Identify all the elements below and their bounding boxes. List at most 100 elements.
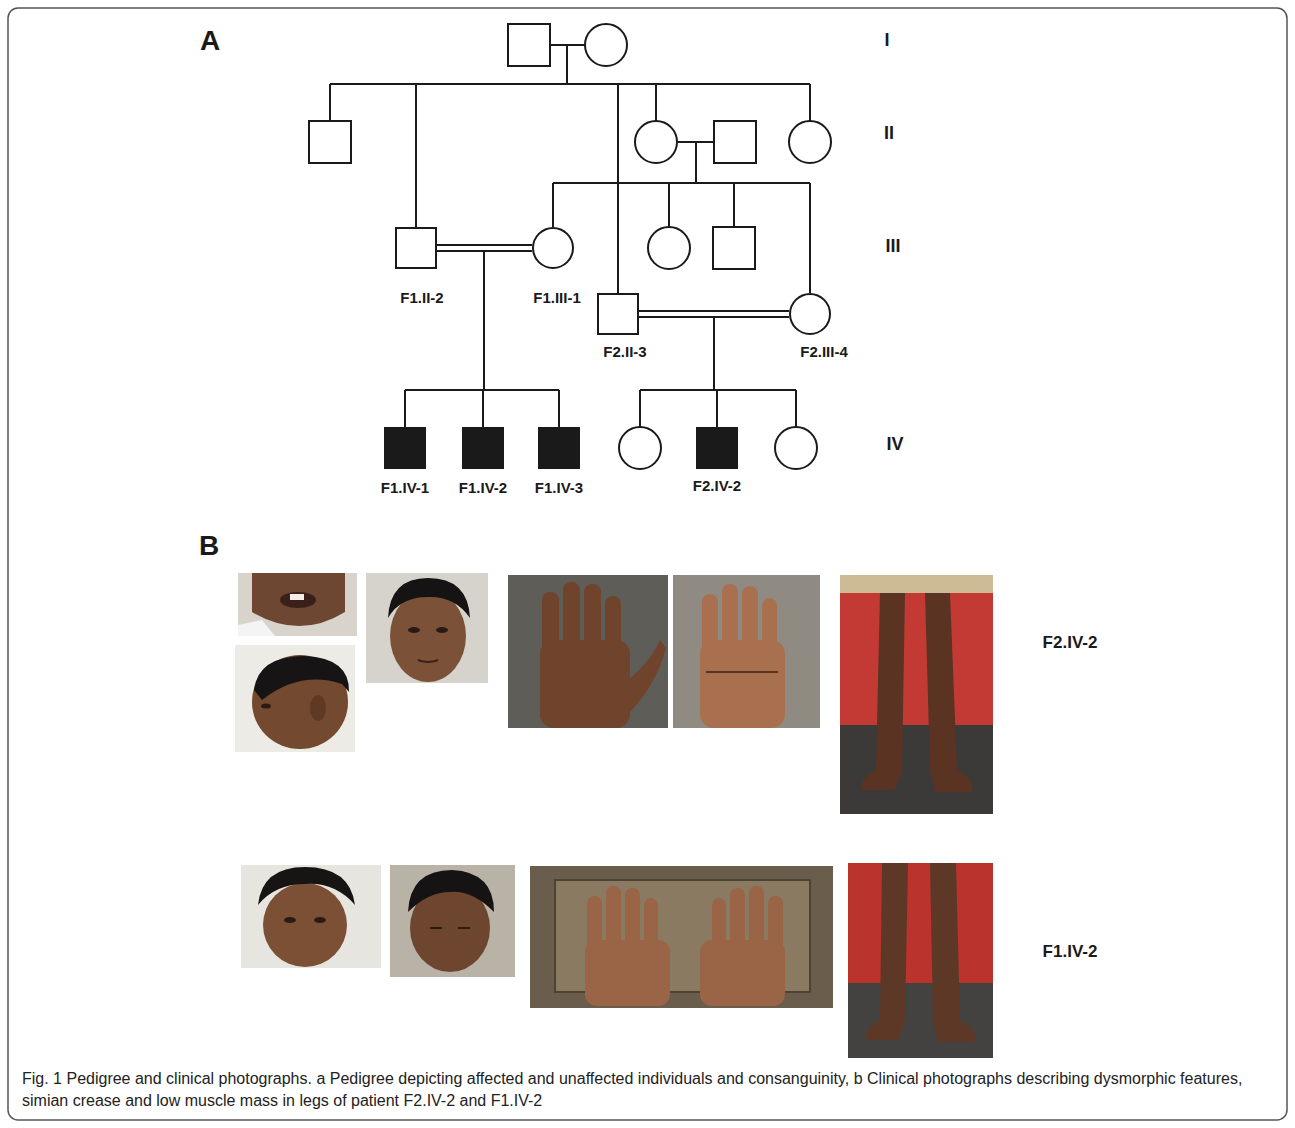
clinical-photo: [530, 866, 833, 1008]
connector-line: [437, 244, 532, 246]
figure-frame: [8, 8, 1287, 1120]
individual-symbol: [384, 427, 426, 469]
male-symbol: [598, 294, 638, 334]
photo-background: [241, 865, 381, 968]
individual-id: F2.II-3: [603, 343, 646, 361]
individual-symbol: [538, 427, 580, 469]
photo-background: [530, 866, 833, 1008]
finger: [644, 898, 658, 950]
male-symbol: [463, 428, 503, 468]
face: [263, 883, 347, 967]
eye: [284, 917, 296, 923]
unaffected-male: F2.II-3: [597, 293, 639, 335]
figure-caption: Fig. 1 Pedigree and clinical photographs…: [22, 1068, 1272, 1112]
patient-id: F1.IV-2: [1043, 943, 1098, 962]
photo-background: [238, 573, 357, 636]
descent-line: [482, 390, 484, 427]
thumb: [628, 640, 666, 712]
descent-line: [655, 84, 657, 121]
eye: [314, 917, 326, 923]
clinical-photo: [238, 573, 357, 636]
descent-line: [713, 317, 715, 390]
photo-background: [390, 865, 515, 977]
finger: [542, 592, 559, 654]
photo-background: [673, 575, 820, 728]
female-symbol: [789, 121, 831, 163]
eyes: [430, 927, 470, 929]
unaffected-male: F1.II-2: [395, 227, 437, 269]
individual-id: F1.II-2: [400, 289, 443, 307]
generation-number: II: [884, 124, 894, 144]
photo-floor: [840, 725, 993, 814]
finger: [605, 596, 621, 652]
descent-line: [558, 390, 560, 427]
female-symbol: [775, 427, 817, 469]
panel-letter: B: [199, 531, 219, 562]
generation-number: I: [884, 31, 889, 51]
descent-line: [552, 183, 554, 227]
connector-line: [639, 316, 789, 318]
panel-letter: A: [200, 26, 220, 57]
descent-line: [695, 142, 697, 183]
clinical-photo: [840, 575, 993, 814]
finger: [702, 594, 718, 654]
affected-male: F2.IV-2: [696, 427, 738, 469]
patient-id: F2.IV-2: [1043, 634, 1098, 653]
clinical-photo: [366, 573, 488, 683]
individual-symbol: [597, 293, 639, 335]
leg: [930, 863, 975, 1042]
hair: [254, 656, 349, 700]
face-skin: [252, 573, 345, 626]
finger: [584, 584, 601, 652]
female-symbol: [648, 227, 690, 269]
individual-id: F2.IV-2: [693, 477, 741, 495]
descent-line: [415, 84, 417, 227]
face: [390, 590, 466, 682]
individual-id: F2.III-4: [800, 343, 848, 361]
photo-background: [235, 645, 355, 752]
female-symbol: [585, 24, 627, 66]
sibship-line: [553, 182, 810, 184]
male-symbol: [309, 121, 351, 163]
finger: [722, 584, 738, 652]
individual-id: F1.IV-3: [535, 479, 583, 497]
pedigree-lines: [330, 45, 810, 427]
finger: [762, 598, 777, 652]
descent-line: [795, 390, 797, 427]
hair: [388, 578, 470, 618]
finger: [625, 888, 640, 950]
individual-symbol: [789, 293, 831, 335]
teeth: [290, 594, 304, 600]
finger: [768, 896, 783, 952]
photo-wall: [840, 575, 993, 725]
connector-line: [437, 250, 532, 252]
hair: [408, 870, 494, 912]
mouth: [418, 660, 438, 662]
hair: [258, 867, 355, 905]
male-symbol: [396, 228, 436, 268]
clinical-photo: [390, 865, 515, 977]
unaffected-female: F1.III-1: [532, 227, 574, 269]
descent-line: [639, 390, 641, 427]
affected-male: F1.IV-1: [384, 427, 426, 469]
descent-line: [809, 84, 811, 121]
finger: [606, 886, 621, 950]
descent-line: [483, 251, 485, 390]
individual-symbol: [395, 227, 437, 269]
female-symbol: [619, 427, 661, 469]
mating-line: [437, 245, 532, 251]
eye: [436, 627, 448, 633]
photo-wall: [848, 863, 993, 983]
descent-line: [566, 45, 568, 84]
simian-crease: [706, 671, 778, 673]
affected-male: F1.IV-2: [462, 427, 504, 469]
male-symbol: [539, 428, 579, 468]
finger: [587, 896, 602, 952]
individual-id: F1.IV-2: [459, 479, 507, 497]
photo-wall: [840, 575, 993, 593]
clinical-photo: [848, 863, 993, 1058]
generation-number: III: [885, 237, 900, 257]
male-symbol: [385, 428, 425, 468]
female-symbol: [790, 294, 830, 334]
